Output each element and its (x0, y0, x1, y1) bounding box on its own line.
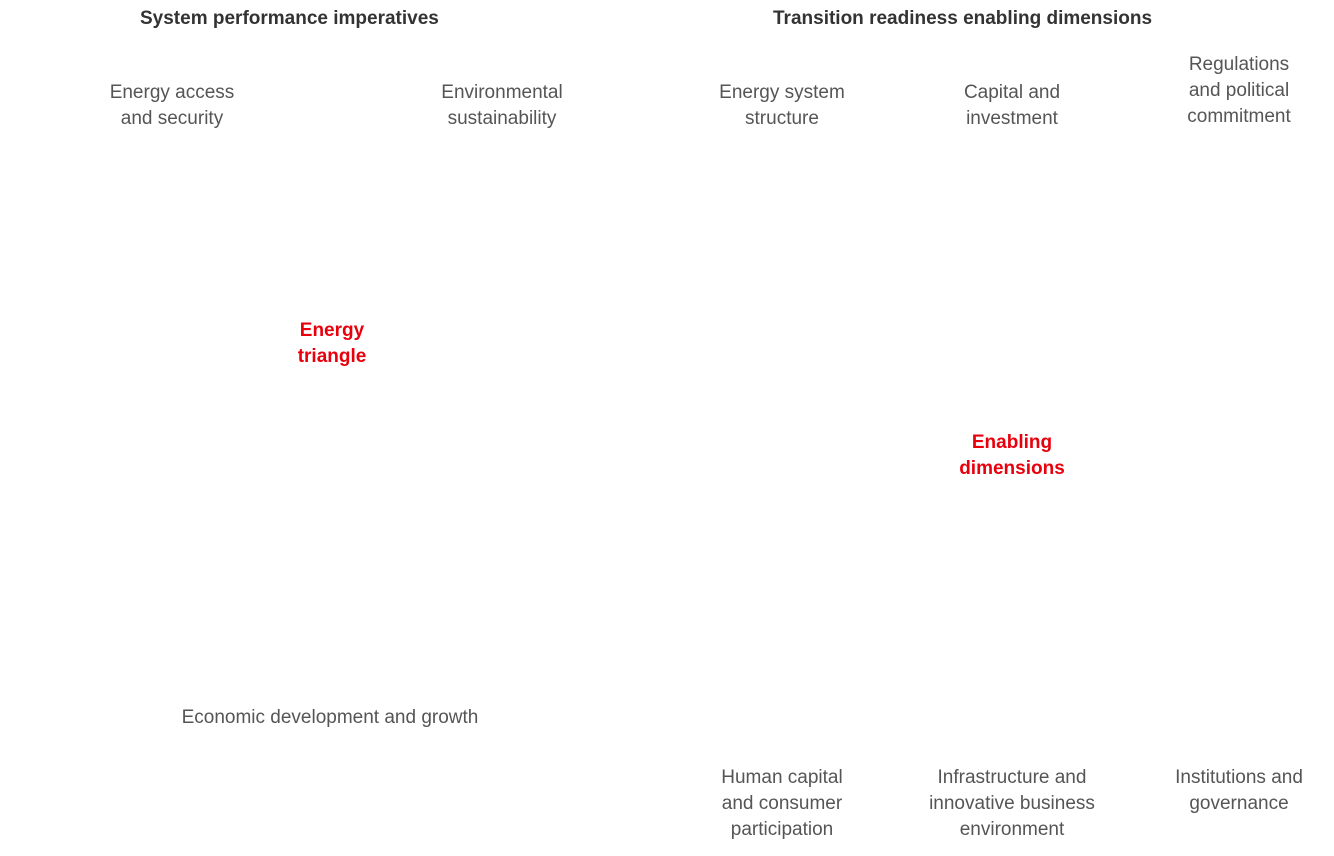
globe-leaf-icon (437, 183, 565, 301)
label-energy-access: Energy access and security (109, 82, 235, 129)
triangle-top-left (7, 160, 337, 422)
energy-triangle-label: Energy triangle (297, 320, 367, 367)
label-institutions: Institutions and governance (1175, 767, 1303, 814)
label-human-capital: Human capital and consumer participation (721, 767, 843, 840)
node-human-capital (771, 483, 909, 621)
node-infrastructure (946, 583, 1084, 721)
node-energy-system (771, 297, 909, 435)
label-infrastructure: Infrastructure and innovative business e… (929, 767, 1095, 840)
node-capital (946, 193, 1084, 331)
label-regulations: Regulations and political commitment (1187, 54, 1291, 127)
growth-chart-icon (286, 463, 381, 546)
right-heading: Transition readiness enabling dimensions (773, 8, 1153, 29)
left-heading: System performance imperatives (140, 8, 439, 29)
label-economic: Economic development and growth (181, 707, 479, 728)
path-route-icon (820, 329, 874, 386)
label-capital: Capital and investment (963, 82, 1061, 129)
document-signature-icon (1173, 331, 1233, 397)
coins-investor-icon (983, 226, 1048, 293)
node-institutions (1129, 483, 1267, 621)
gears-person-icon (984, 613, 1049, 692)
institution-building-icon (1164, 522, 1232, 582)
triangle-bottom (172, 422, 502, 685)
transmission-tower-icon (108, 188, 236, 294)
label-environmental: Environmental sustainability (441, 82, 563, 129)
label-energy-system: Energy system structure (719, 82, 845, 129)
triangle-top-right (337, 160, 667, 422)
node-regulations (1129, 297, 1267, 435)
people-group-icon (801, 531, 879, 577)
enabling-dimensions-label: Enabling dimensions (959, 432, 1065, 479)
energy-triangle (7, 160, 667, 685)
